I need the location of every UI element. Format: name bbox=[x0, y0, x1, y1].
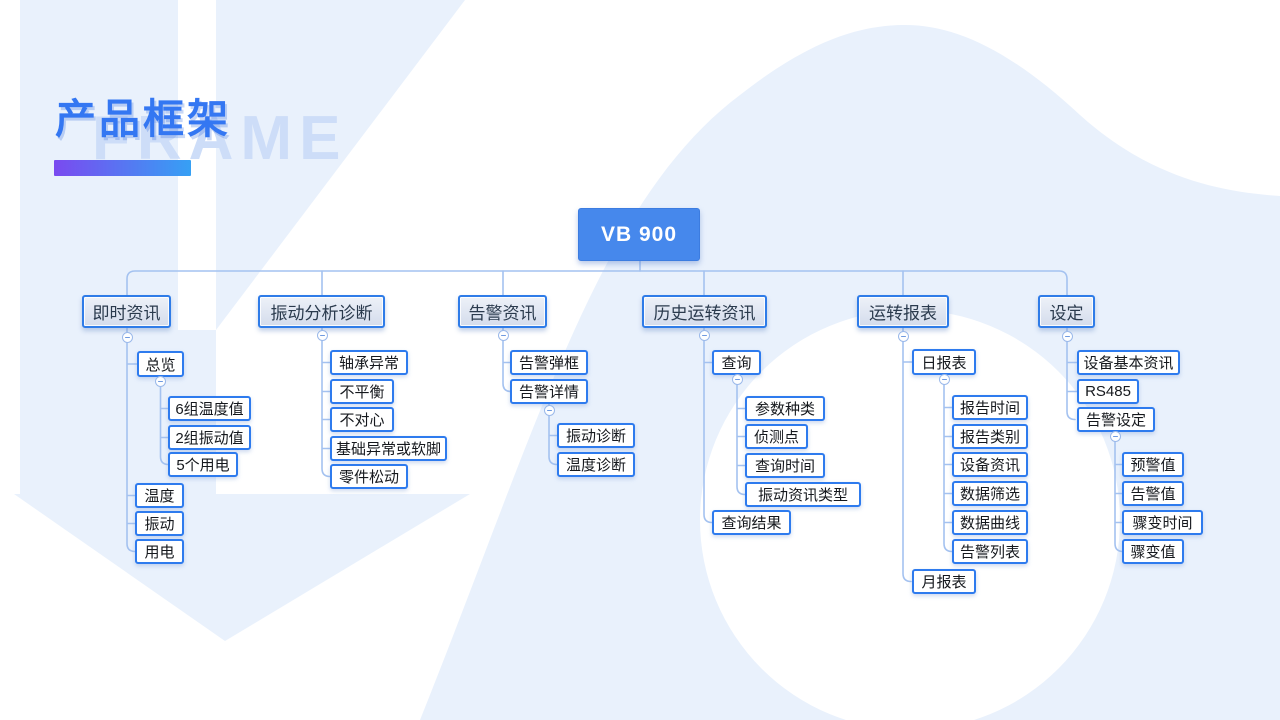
tree-node-power[interactable]: 用电 bbox=[135, 539, 184, 564]
connector bbox=[321, 327, 331, 478]
tree-node-bearing-fault[interactable]: 轴承异常 bbox=[330, 350, 408, 375]
collapse-toggle[interactable] bbox=[155, 376, 166, 387]
tree-node-vibration-analysis[interactable]: 振动分析诊断 bbox=[258, 295, 385, 328]
tree-node-report-type[interactable]: 报告类别 bbox=[952, 424, 1028, 449]
tree-node-rs485[interactable]: RS485 bbox=[1077, 379, 1139, 404]
tree-node-detect-point[interactable]: 侦测点 bbox=[745, 424, 808, 449]
minus-icon bbox=[158, 380, 163, 383]
minus-icon bbox=[702, 334, 707, 337]
minus-icon bbox=[1113, 435, 1118, 438]
tree-node-history-info[interactable]: 历史运转资讯 bbox=[642, 295, 767, 328]
tree-node-surge-value[interactable]: 骤变值 bbox=[1122, 539, 1184, 564]
bg-chevron bbox=[14, 494, 470, 641]
connector bbox=[126, 327, 138, 553]
minus-icon bbox=[901, 335, 906, 338]
connector bbox=[502, 327, 512, 393]
connector bbox=[1114, 431, 1124, 553]
tree-node-temp-diagnosis[interactable]: 温度诊断 bbox=[557, 452, 635, 477]
minus-icon bbox=[501, 334, 506, 337]
collapse-toggle[interactable] bbox=[544, 405, 555, 416]
tree-node-alarm-value[interactable]: 告警值 bbox=[1122, 481, 1184, 506]
tree-node-query[interactable]: 查询 bbox=[712, 350, 761, 375]
tree-node-overview[interactable]: 总览 bbox=[137, 351, 184, 377]
connector bbox=[126, 270, 1068, 297]
tree-node-data-filter[interactable]: 数据筛选 bbox=[952, 481, 1028, 506]
title-watermark: FRAME bbox=[92, 104, 348, 173]
tree-node-surge-time[interactable]: 骤变时间 bbox=[1122, 510, 1203, 535]
minus-icon bbox=[1065, 335, 1070, 338]
connector bbox=[902, 327, 913, 583]
title-underline-bar bbox=[54, 160, 191, 176]
tree-node-misalignment[interactable]: 不对心 bbox=[330, 407, 394, 432]
collapse-toggle[interactable] bbox=[498, 330, 509, 341]
tree-node-alarm-popup[interactable]: 告警弹框 bbox=[510, 350, 588, 375]
tree-node-vib-diagnosis[interactable]: 振动诊断 bbox=[557, 423, 635, 448]
tree-node-imbalance[interactable]: 不平衡 bbox=[330, 379, 394, 404]
tree-node-query-result[interactable]: 查询结果 bbox=[712, 510, 791, 535]
tree-node-vibration[interactable]: 振动 bbox=[135, 511, 184, 536]
minus-icon bbox=[942, 378, 947, 381]
tree-node-alarm-setting[interactable]: 告警设定 bbox=[1077, 407, 1155, 432]
tree-node-vib-info-type[interactable]: 振动资讯类型 bbox=[745, 482, 861, 507]
tree-node-foundation-soft-foot[interactable]: 基础异常或软脚 bbox=[330, 436, 447, 461]
minus-icon bbox=[125, 336, 130, 339]
tree-node-daily-report[interactable]: 日报表 bbox=[912, 349, 976, 375]
connector bbox=[321, 270, 904, 297]
tree-node-vib-groups[interactable]: 2组振动值 bbox=[168, 425, 251, 450]
collapse-toggle[interactable] bbox=[699, 330, 710, 341]
connector bbox=[1066, 327, 1078, 421]
tree-node-report-time[interactable]: 报告时间 bbox=[952, 395, 1028, 420]
minus-icon bbox=[547, 409, 552, 412]
tree-node-settings[interactable]: 设定 bbox=[1038, 295, 1095, 328]
collapse-toggle[interactable] bbox=[898, 331, 909, 342]
connector bbox=[703, 327, 713, 524]
tree-node-part-looseness[interactable]: 零件松动 bbox=[330, 464, 408, 489]
tree-node-temperature[interactable]: 温度 bbox=[135, 483, 184, 508]
collapse-toggle[interactable] bbox=[732, 374, 743, 385]
connector bbox=[943, 374, 953, 553]
minus-icon bbox=[320, 334, 325, 337]
minus-icon bbox=[735, 378, 740, 381]
connector bbox=[159, 376, 170, 466]
tree-node-alarm-info[interactable]: 告警资讯 bbox=[458, 295, 547, 328]
tree-node-monthly-report[interactable]: 月报表 bbox=[912, 569, 976, 594]
tree-node-alarm-list[interactable]: 告警列表 bbox=[952, 539, 1028, 564]
tree-node-prewarn-value[interactable]: 预警值 bbox=[1122, 452, 1184, 477]
tree-node-param-type[interactable]: 参数种类 bbox=[745, 396, 825, 421]
tree-node-data-curve[interactable]: 数据曲线 bbox=[952, 510, 1028, 535]
page-title: 产品框架 bbox=[55, 96, 231, 142]
tree-node-realtime-info[interactable]: 即时资讯 bbox=[82, 295, 171, 328]
tree-node-power-points[interactable]: 5个用电 bbox=[168, 452, 238, 477]
collapse-toggle[interactable] bbox=[1110, 431, 1121, 442]
collapse-toggle[interactable] bbox=[317, 330, 328, 341]
tree-node-alarm-detail[interactable]: 告警详情 bbox=[510, 379, 588, 404]
tree-node-query-time[interactable]: 查询时间 bbox=[745, 453, 825, 478]
collapse-toggle[interactable] bbox=[1062, 331, 1073, 342]
connector bbox=[736, 374, 746, 496]
tree-node-device-basic-info[interactable]: 设备基本资讯 bbox=[1077, 350, 1180, 375]
collapse-toggle[interactable] bbox=[122, 332, 133, 343]
tree-node-operation-report[interactable]: 运转报表 bbox=[857, 295, 949, 328]
connector bbox=[548, 403, 558, 466]
bg-diagonal-wedge bbox=[216, 0, 465, 330]
tree-node-root[interactable]: VB 900 bbox=[578, 208, 700, 261]
collapse-toggle[interactable] bbox=[939, 374, 950, 385]
tree-node-device-info[interactable]: 设备资讯 bbox=[952, 452, 1028, 477]
tree-node-temp-groups[interactable]: 6组温度值 bbox=[168, 396, 251, 421]
